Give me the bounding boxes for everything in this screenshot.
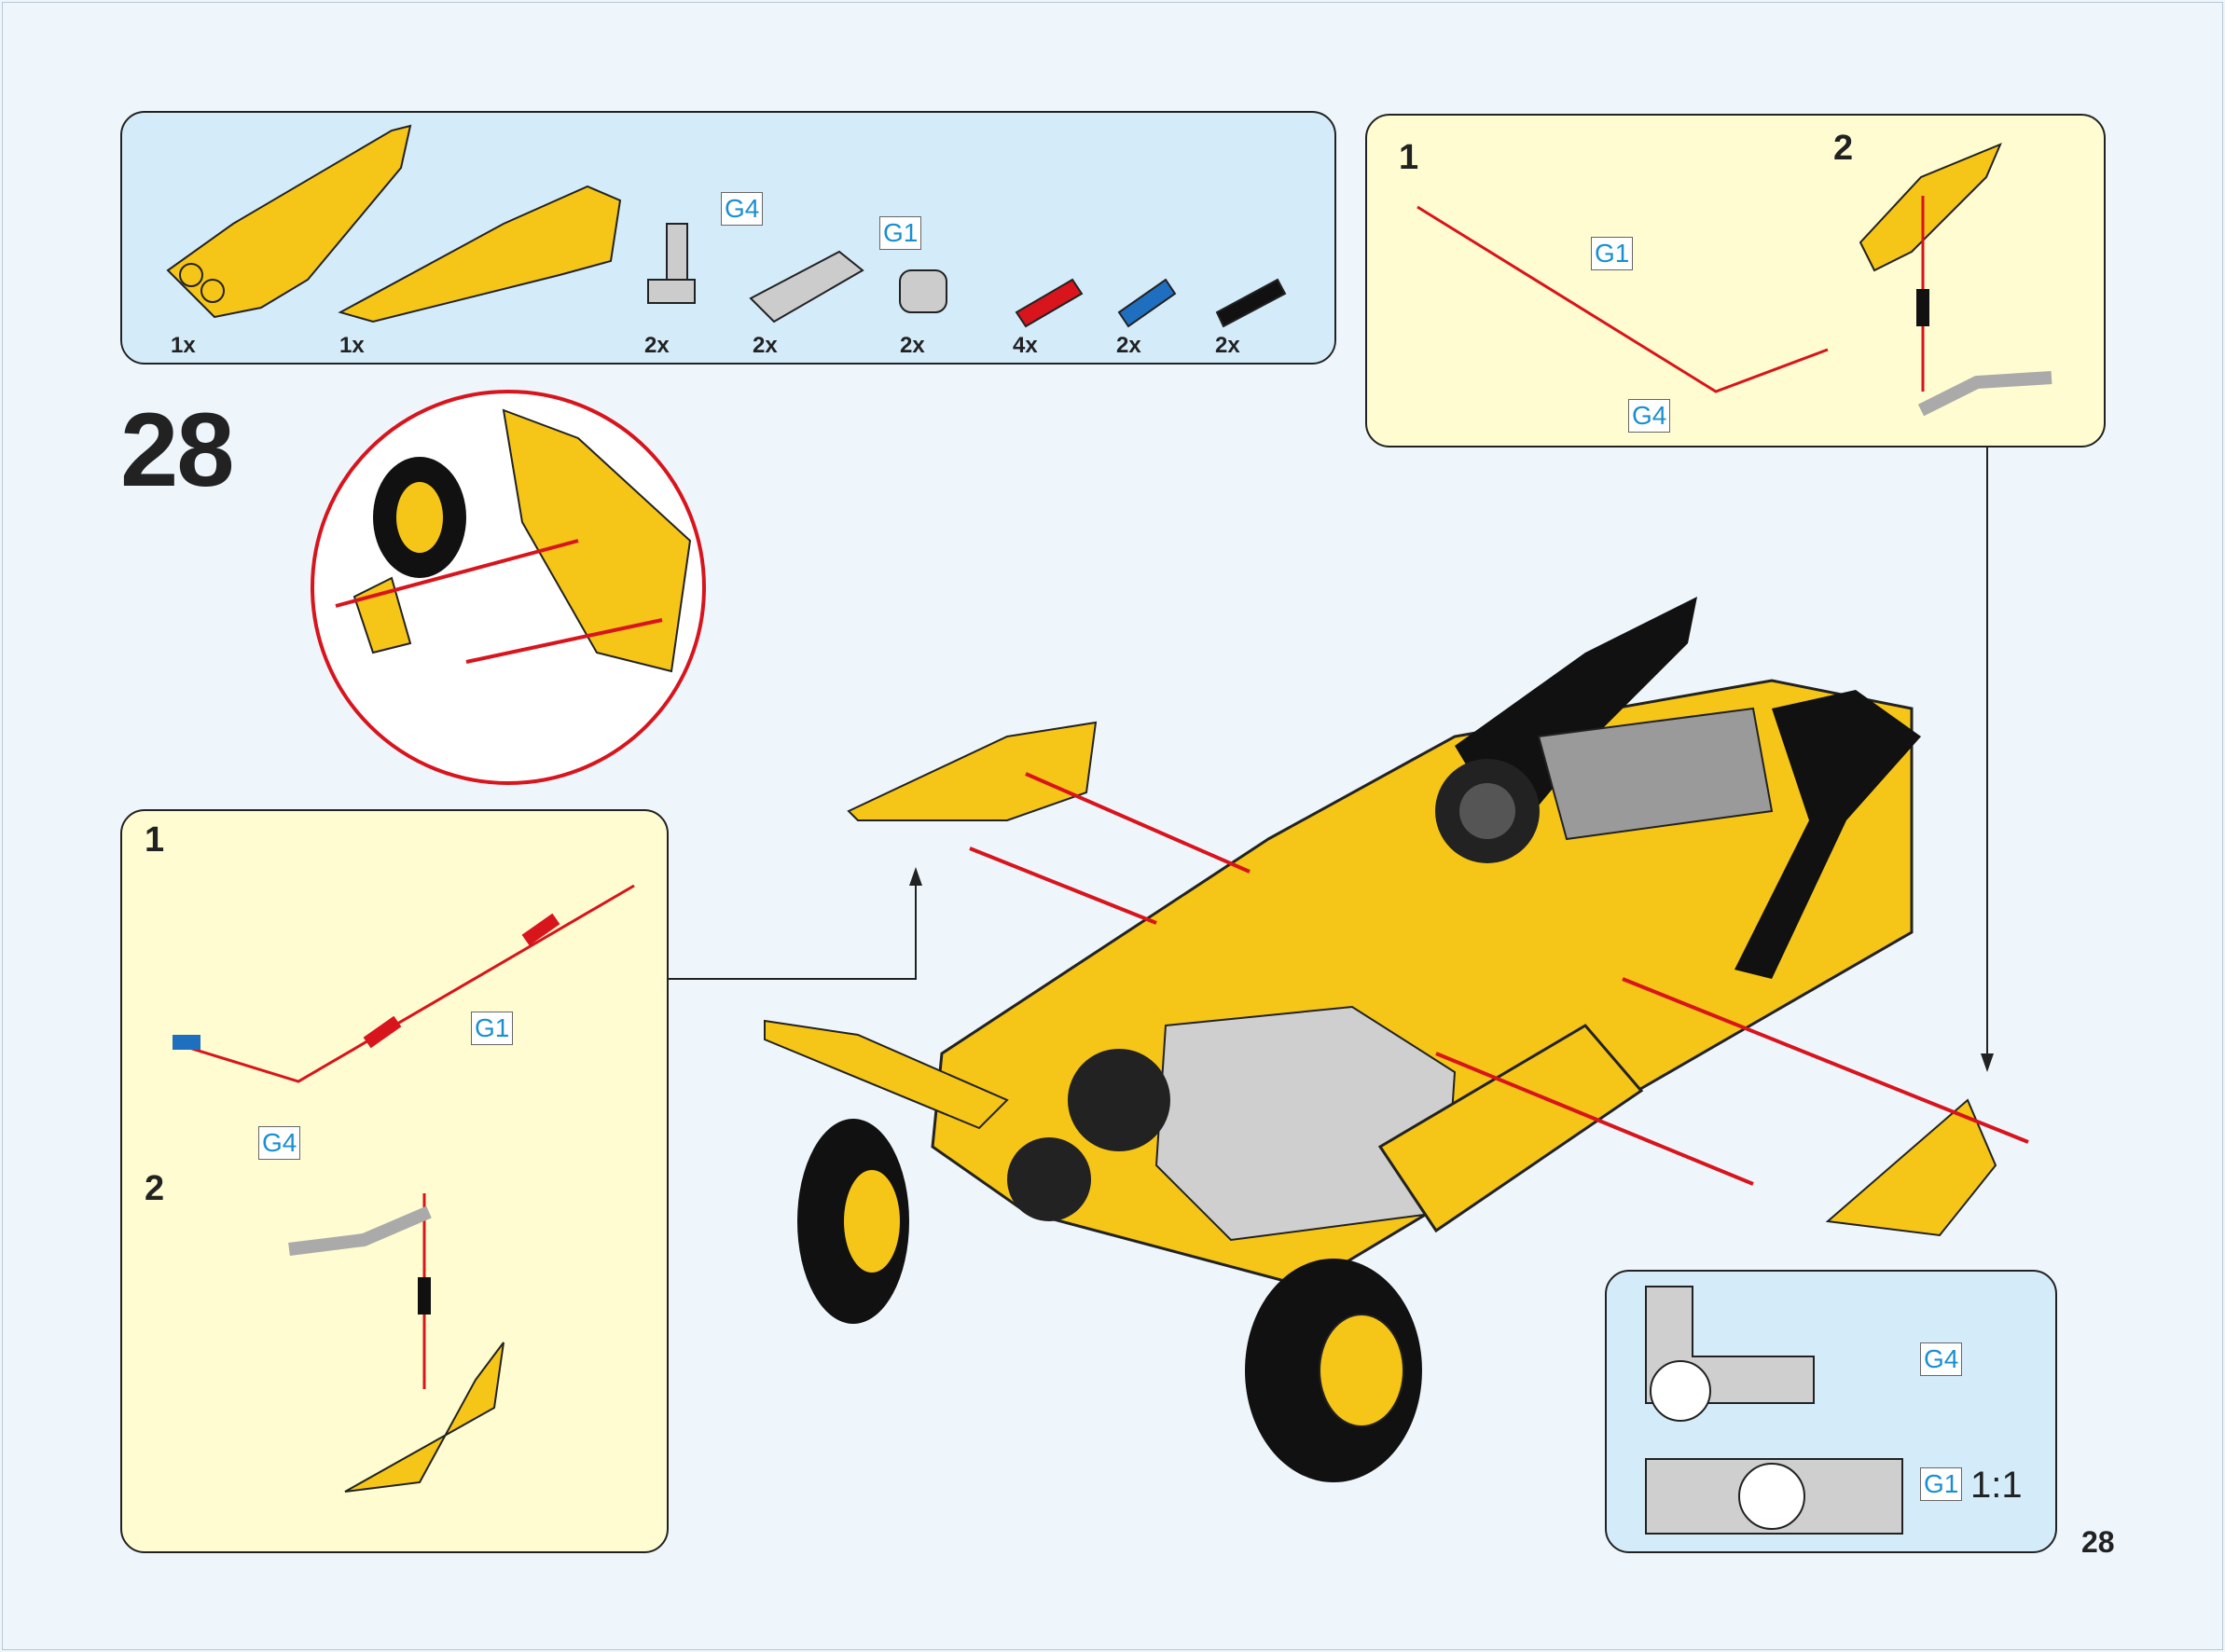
detail-callout — [311, 390, 706, 785]
part-qty: 4x — [1013, 333, 1038, 358]
part-gray-angle-connector — [647, 223, 696, 304]
part-qty: 1x — [339, 333, 365, 358]
part-tag-g4: G4 — [721, 192, 764, 226]
part-blue-pin — [1117, 278, 1177, 328]
part-qty: 1x — [171, 333, 196, 358]
part-qty: 2x — [900, 333, 925, 358]
subassembly-panel-left: 1 2 G1 G4 — [120, 809, 669, 1553]
part-tag-g1: G1 — [879, 216, 922, 250]
part-red-axle — [1015, 278, 1084, 328]
part-black-pin — [1215, 278, 1287, 328]
substep-drawings-left — [173, 884, 635, 1493]
part-yellow-panel-large — [166, 124, 412, 319]
tag-g1: G1 — [471, 1012, 514, 1045]
main-model — [764, 597, 2029, 1482]
part-gray-connector — [749, 250, 864, 324]
part-yellow-panel-flat — [338, 185, 622, 324]
callout-line-left — [667, 876, 917, 980]
part-qty: 2x — [753, 333, 778, 358]
part-qty: 2x — [644, 333, 670, 358]
tag-g4: G4 — [1628, 399, 1671, 433]
part-gray-axle-pin-connector — [899, 269, 947, 313]
scale-label: 1:1 — [1970, 1465, 2023, 1506]
tag-g1: G1 — [1591, 237, 1634, 270]
scale-part-drawings — [1645, 1286, 1903, 1535]
substep-drawings-right — [1417, 143, 2052, 417]
substep-2: 2 — [1833, 129, 1854, 168]
tag-g1: G1 — [1920, 1467, 1963, 1501]
step-number: 28 — [120, 392, 235, 508]
page-number: 28 — [2081, 1525, 2115, 1559]
part-qty: 2x — [1215, 333, 1240, 358]
substep-2: 2 — [145, 1169, 165, 1208]
part-qty: 2x — [1116, 333, 1141, 358]
tag-g4: G4 — [258, 1126, 301, 1160]
substep-1: 1 — [1399, 138, 1419, 177]
substep-1: 1 — [145, 820, 165, 860]
tag-g4: G4 — [1920, 1342, 1963, 1376]
